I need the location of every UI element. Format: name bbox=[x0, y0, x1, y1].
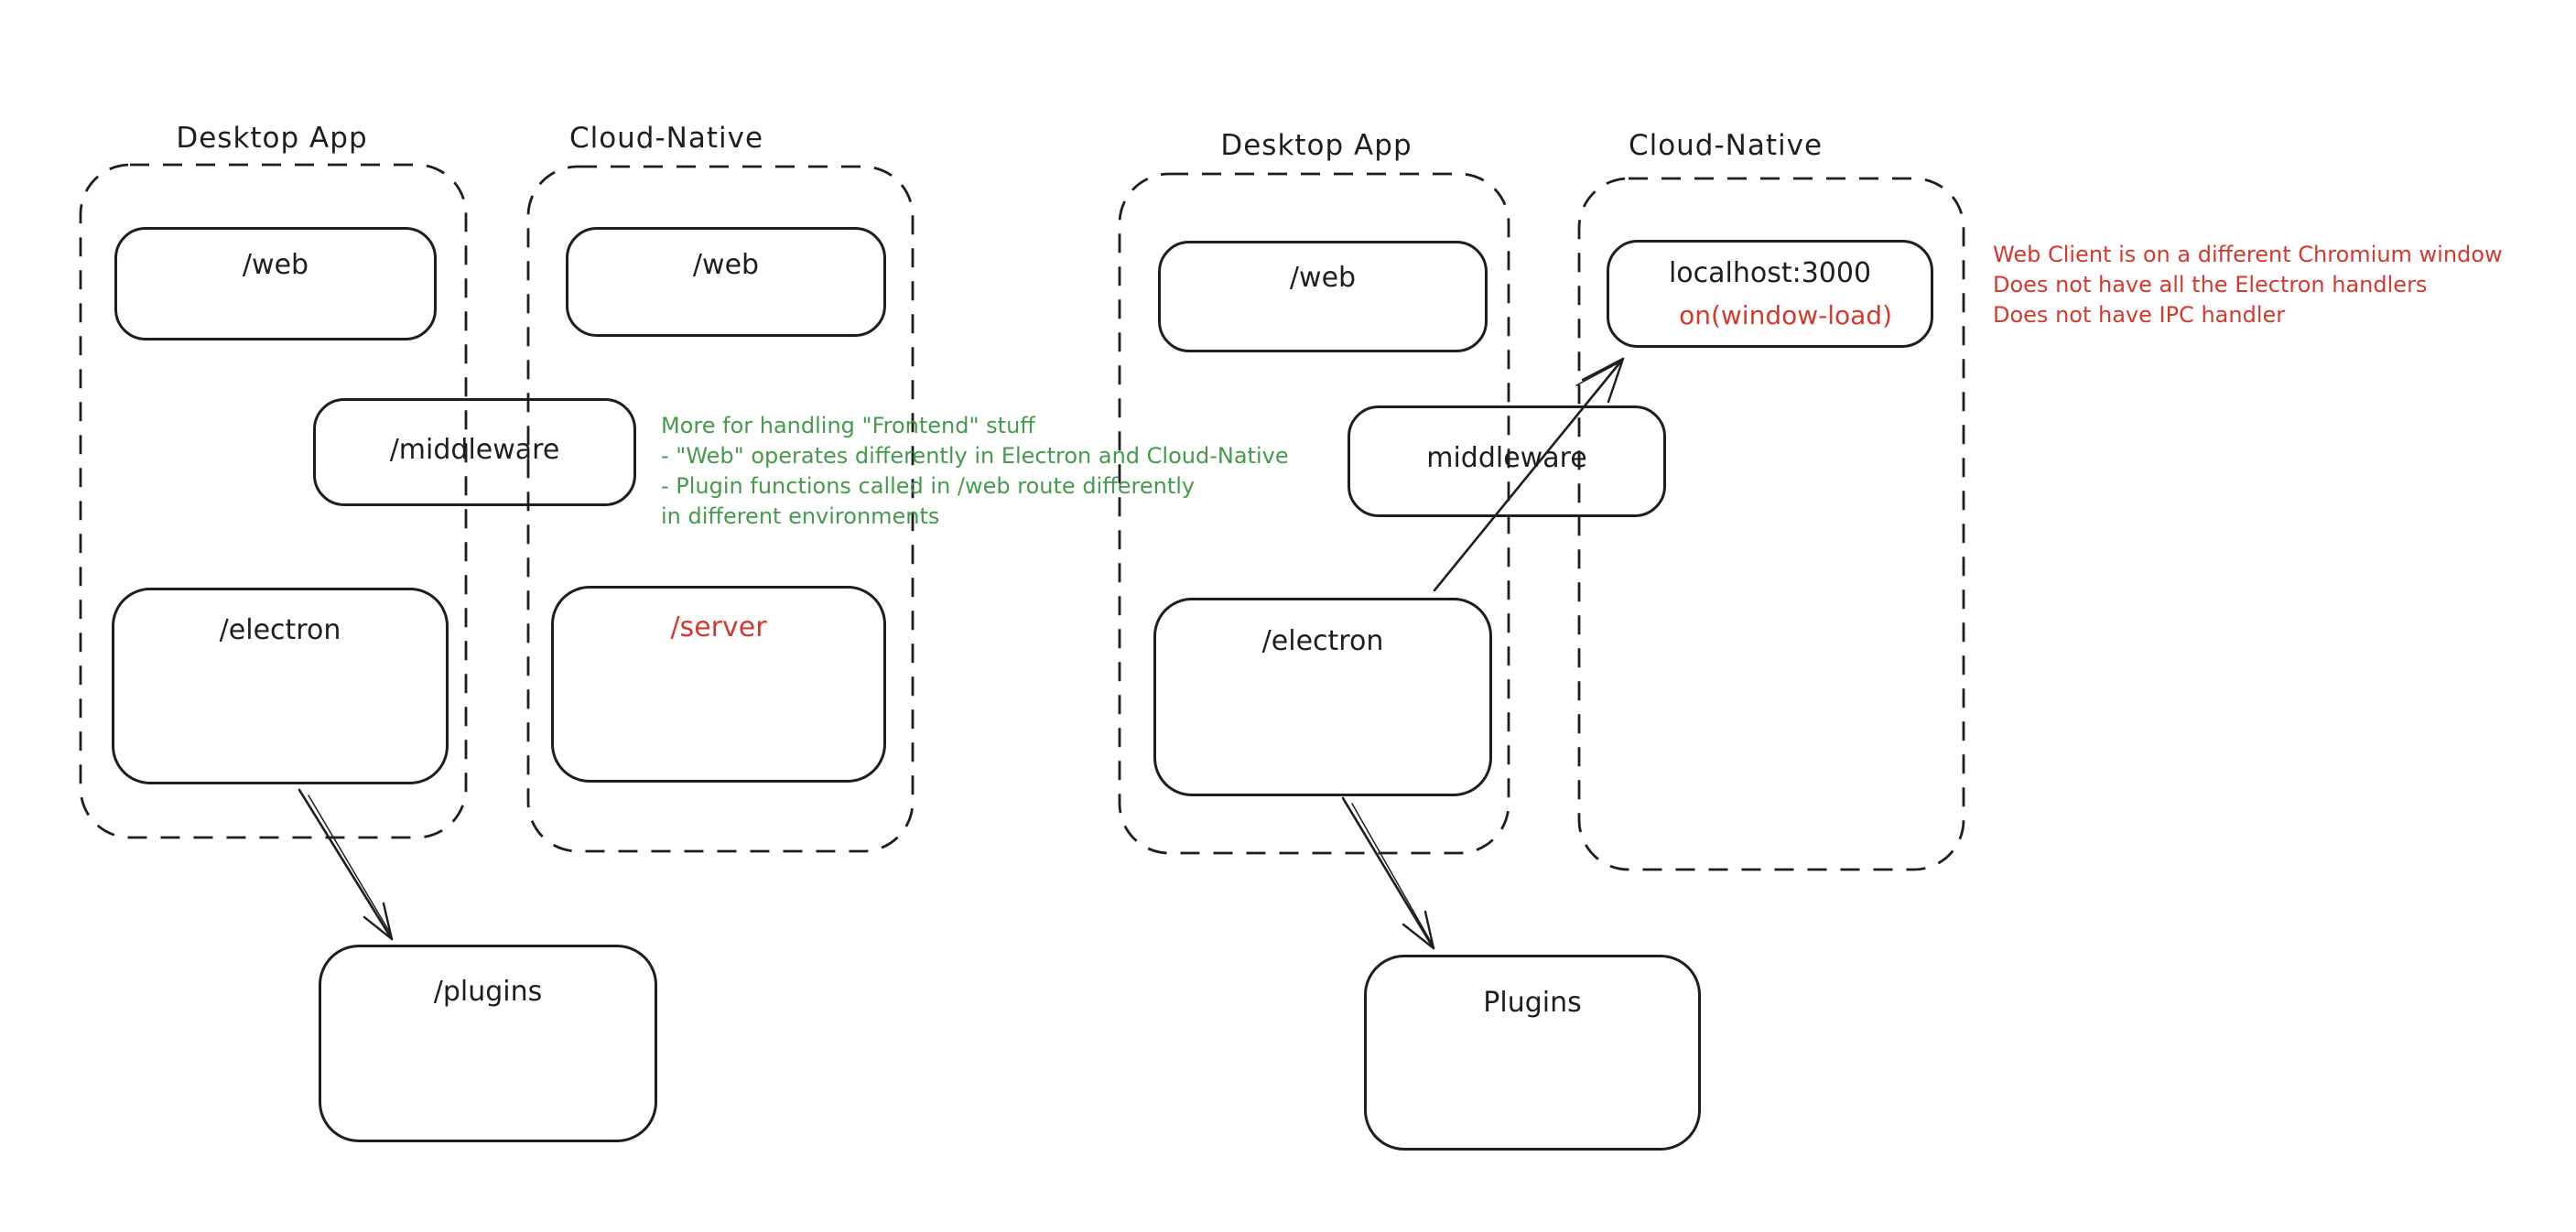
right-plugins-box-label: Plugins bbox=[1483, 987, 1582, 1019]
left-server-box-label: /server bbox=[670, 611, 767, 643]
right-electron-box-label: /electron bbox=[1261, 625, 1384, 657]
left-cloud-native-label: Cloud-Native bbox=[568, 122, 764, 155]
right-cloud-native-label: Cloud-Native bbox=[1628, 129, 1824, 162]
frontend-note-line: - "Web" operates differently in Electron… bbox=[661, 443, 1289, 469]
localhost-box: localhost:3000 on(window-load) bbox=[1607, 240, 1933, 348]
left-cloud-native-container bbox=[526, 165, 915, 853]
right-middleware-box: middleware bbox=[1348, 405, 1666, 517]
left-electron-box-label: /electron bbox=[219, 614, 341, 646]
right-web-box-label: /web bbox=[1289, 262, 1357, 294]
left-web-box-label: /web bbox=[242, 249, 309, 281]
right-desktop-app-container bbox=[1118, 172, 1510, 855]
right-plugins-box: Plugins bbox=[1364, 955, 1701, 1151]
left-electron-box: /electron bbox=[112, 588, 449, 784]
web-client-note-line: Does not have all the Electron handlers bbox=[1993, 272, 2428, 297]
frontend-note-line: in different environments bbox=[661, 503, 940, 529]
frontend-note-line: More for handling "Frontend" stuff bbox=[661, 413, 1035, 438]
left-plugins-box-label: /plugins bbox=[433, 976, 543, 1008]
frontend-note: More for handling "Frontend" stuff - "We… bbox=[661, 411, 1289, 532]
right-electron-to-plugins-arrow bbox=[1341, 796, 1435, 950]
right-middleware-box-label: middleware bbox=[1426, 442, 1587, 474]
right-web-box: /web bbox=[1158, 241, 1488, 352]
left-middleware-box-label: /middleware bbox=[389, 434, 560, 466]
left-cloud-web-box-label: /web bbox=[692, 249, 760, 281]
web-client-note-line: Does not have IPC handler bbox=[1993, 302, 2286, 328]
right-electron-box: /electron bbox=[1153, 598, 1492, 796]
left-electron-to-plugins-arrow bbox=[298, 788, 394, 941]
left-server-box: /server bbox=[551, 586, 886, 783]
web-client-note: Web Client is on a different Chromium wi… bbox=[1993, 240, 2503, 330]
right-electron-to-localhost-arrow bbox=[1433, 357, 1625, 592]
left-web-box: /web bbox=[114, 227, 437, 340]
right-desktop-app-label: Desktop App bbox=[1220, 129, 1412, 162]
left-cloud-web-box: /web bbox=[566, 227, 886, 337]
right-cloud-native-container bbox=[1577, 177, 1965, 871]
on-window-load-label: on(window-load) bbox=[1679, 300, 1892, 330]
left-desktop-app-container bbox=[79, 163, 468, 839]
left-plugins-box: /plugins bbox=[319, 945, 657, 1142]
web-client-note-line: Web Client is on a different Chromium wi… bbox=[1993, 242, 2503, 267]
left-middleware-box: /middleware bbox=[313, 398, 636, 506]
left-desktop-app-label: Desktop App bbox=[176, 122, 368, 155]
frontend-note-line: - Plugin functions called in /web route … bbox=[661, 473, 1196, 499]
localhost-box-label: localhost:3000 bbox=[1668, 257, 1872, 289]
